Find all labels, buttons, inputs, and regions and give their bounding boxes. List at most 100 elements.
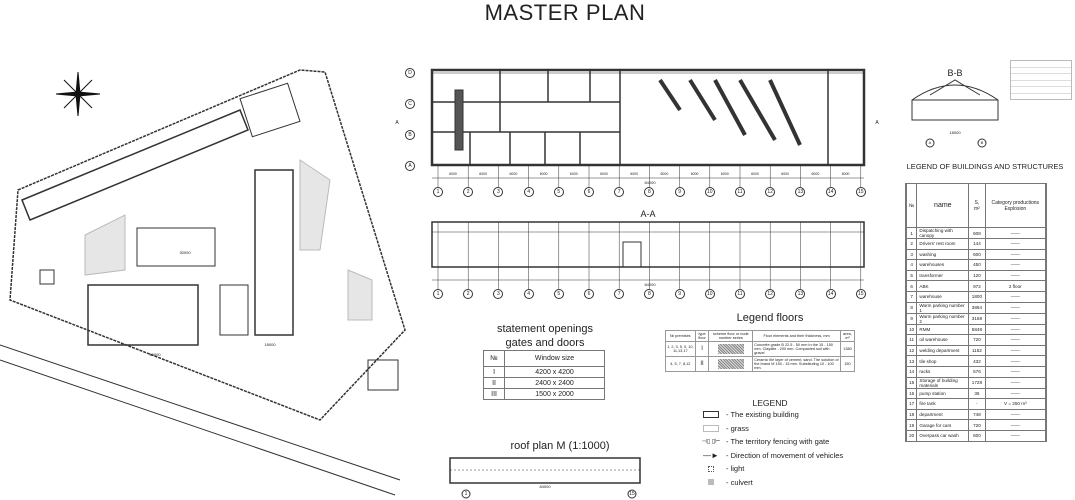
window-size: 2400 x 2400: [504, 377, 605, 389]
axis-bubble-14: 14: [825, 289, 836, 299]
section-mark: A: [875, 120, 879, 126]
section-mark: A: [395, 120, 399, 126]
axis-bubble-6: 6: [584, 289, 594, 299]
span-dim: 6000: [569, 172, 578, 176]
building-category: V = 250 m³: [984, 398, 1047, 410]
legend-item: - culvert: [700, 478, 753, 487]
building-name: pump station: [916, 387, 970, 400]
compass-icon: [55, 71, 101, 117]
building-category: ——: [984, 408, 1047, 421]
axis-bubble-3: 3: [493, 187, 504, 197]
building-category: ——: [984, 365, 1047, 378]
row-number: 18: [905, 408, 918, 421]
grass-area: [84, 159, 373, 321]
roof-plan: [449, 457, 641, 499]
building-area: 720: [968, 419, 986, 431]
row-number: 8: [905, 301, 918, 314]
row-number: 7: [905, 290, 918, 303]
opening-type: I: [482, 366, 506, 378]
axis-bubble-15: 15: [855, 289, 866, 299]
row-number: 10: [905, 323, 918, 336]
span-dim: 6000: [811, 172, 820, 176]
building-category: ——: [984, 301, 1047, 314]
building-area: 120: [968, 269, 986, 282]
page-title: MASTER PLAN: [484, 0, 646, 25]
axis-bubble-14: 14: [825, 187, 836, 197]
building-area: 144: [968, 238, 986, 250]
building-name: Drivers' rest room: [916, 238, 970, 250]
building-category: ——: [984, 238, 1047, 250]
building-name: warehouses: [916, 259, 970, 271]
building-8: [87, 284, 199, 346]
building-name: washing: [916, 248, 970, 261]
span-dim: 6000: [630, 172, 639, 176]
axis-bubble-1: 1: [433, 289, 443, 299]
building-name: transformer: [916, 269, 970, 282]
axis-bubble-2: 2: [463, 187, 474, 197]
axis-bubble-13: 13: [795, 289, 806, 299]
site-dim: 18000: [264, 342, 276, 347]
axis-bubble-10: 10: [704, 289, 715, 299]
building-name: Overpass car wash: [916, 429, 970, 442]
building-area: 1800: [968, 290, 986, 303]
opening-type: III: [482, 388, 506, 400]
col-window-size: Window size: [504, 350, 605, 367]
building-category: 2 floor: [984, 280, 1047, 292]
row-number: 12: [905, 344, 918, 357]
legend-label: - The existing building: [726, 410, 799, 419]
legend-label: - culvert: [726, 477, 753, 487]
row-number: 17: [905, 398, 918, 410]
section-bb-total: 18000: [949, 130, 961, 135]
buildings-table: № name S, m² Category productions Explos…: [905, 183, 1047, 442]
row-number: 5: [905, 269, 918, 282]
premises: 4, 5, 7, 8,12: [665, 356, 696, 372]
span-dim: 6000: [539, 172, 548, 176]
axis-bubble-9: 9: [674, 289, 685, 299]
row-number: 14: [905, 365, 918, 378]
span-dim: 6000: [690, 172, 699, 176]
building-category: ——: [984, 376, 1047, 389]
building-name: welding department: [916, 344, 970, 357]
axis-bubble-B: B: [405, 130, 415, 140]
building-category: ——: [984, 387, 1047, 400]
span-dim: 6000: [449, 172, 457, 176]
axis-bubble-8: 8: [644, 289, 655, 299]
building-name: oil warehouse: [916, 334, 970, 346]
building-area: 600: [968, 248, 986, 261]
span-dim: 6000: [720, 172, 729, 176]
window-size: 1500 x 2000: [504, 388, 605, 400]
building-area: -: [968, 398, 986, 410]
floor-scheme: [708, 341, 754, 357]
building-area: 3864: [968, 301, 986, 314]
span-dim: 6000: [479, 172, 488, 176]
section-aa-title: A-A: [640, 209, 656, 219]
row-number: 16: [905, 387, 918, 400]
col-area: area, m²: [839, 330, 856, 342]
building-area: 36: [968, 387, 986, 400]
axis-bubble-1: 1: [433, 187, 443, 197]
axis-bubble-5: 5: [553, 289, 564, 299]
building-name: tile shop: [916, 355, 970, 367]
buildings-legend-title: LEGEND OF BUILDINGS AND STRUCTURES: [906, 162, 1064, 171]
axis-bubble-D: D: [405, 68, 415, 78]
building-12: [367, 359, 399, 391]
row-number: 13: [905, 355, 918, 367]
building-area: 5848: [968, 323, 986, 336]
building-area: 3168: [968, 312, 986, 325]
building-name: ABK: [916, 280, 970, 292]
axis-bubble-C: C: [405, 99, 415, 109]
col-category: Category productions Explosion: [984, 183, 1047, 228]
building-category: ——: [984, 323, 1047, 336]
axis-bubble-11: 11: [735, 187, 745, 197]
building-name: Warm parking number 2: [916, 312, 970, 325]
row-number: 2: [905, 238, 918, 250]
